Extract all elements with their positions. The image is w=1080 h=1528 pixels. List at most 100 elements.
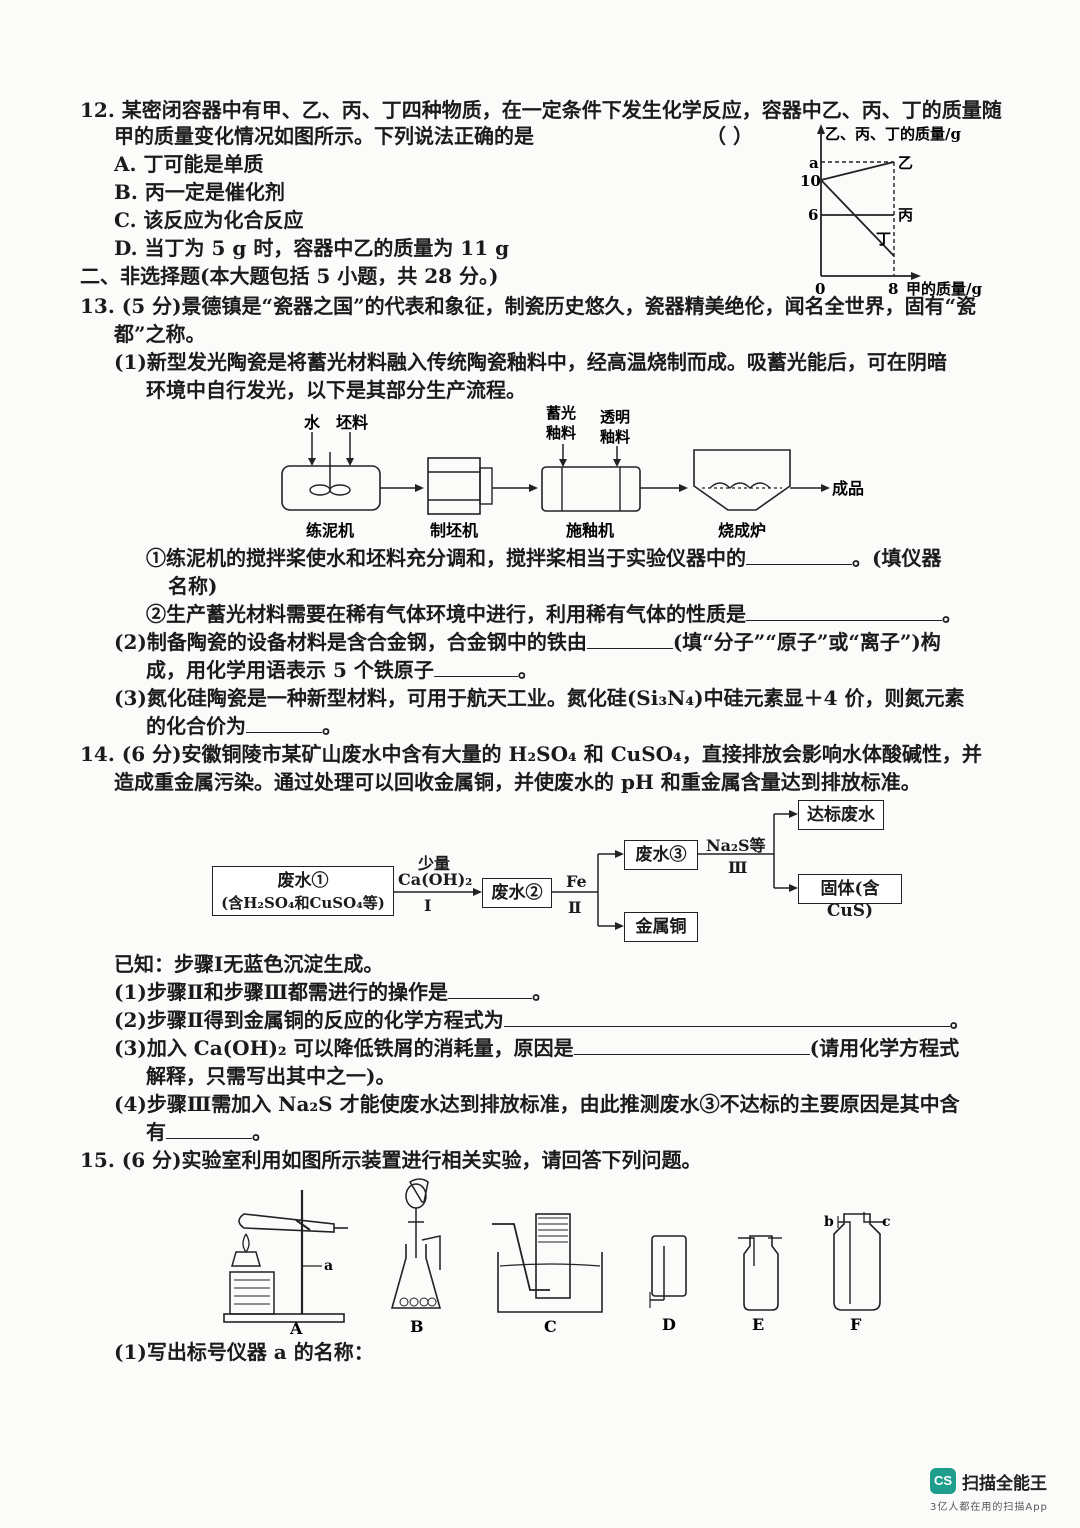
q14-step2-number: Ⅱ [568,898,582,917]
flow-label-glazer: 施釉机 [566,521,614,540]
apparatus-c [492,1213,603,1313]
apparatus-caption-d: D [662,1315,676,1334]
q14-sub1: (1)步骤Ⅱ和步骤Ⅲ都需进行的操作是。 [114,980,553,1004]
flow-input-water: 水 [304,413,321,432]
flow-label-mixer: 练泥机 [306,521,354,540]
kiln-shape [693,449,791,511]
q14-flow-lines [394,810,798,930]
q13-part2-line1: (2)制备陶瓷的设备材料是含合金钢，合金钢中的铁由(填“分子”“原子”或“离子”… [114,630,941,654]
q14-solid-cus-box: 固体(含CuS) [798,874,902,921]
q14-sub1-blank[interactable] [448,980,533,999]
graph-tick-6: 6 [808,206,818,224]
glazing-machine-shape [541,466,641,512]
flow-input-clay: 坯料 [336,413,368,432]
q13-sub1-text: ①练泥机的搅拌桨使水和坯料充分调和，搅拌桨相当于实验仪器中的。(填仪器 [146,546,942,570]
q13-part2-blank2[interactable] [433,658,518,677]
camscanner-tagline: 3亿人都在用的扫描App [930,1502,1048,1513]
apparatus-b [390,1178,442,1309]
q14-known: 已知：步骤Ⅰ无蓝色沉淀生成。 [114,952,384,976]
q13-part3-line2: 的化合价为。 [146,714,342,738]
camscanner-watermark: CS 扫描全能王 3亿人都在用的扫描App [930,1468,1048,1513]
q12-option-b: B. 丙一定是催化剂 [114,180,285,204]
q12-mass-graph: 乙、丙、丁的质量/g a 10 6 0 8 甲的质量/g 乙 丙 丁 [800,124,982,298]
q12-option-c: C. 该反应为化合反应 [114,208,304,232]
flow-input-glow-glaze-1: 蓄光 [546,404,576,422]
q13-part3-line1: (3)氮化硅陶瓷是一种新型材料，可用于航天工业。氮化硅(Si₃N₄)中硅元素显＋… [114,686,965,710]
apparatus-caption-a: A [289,1319,303,1338]
apparatus-caption-b: B [410,1317,424,1336]
q14-line2: 造成重金属污染。通过处理可以回收金属铜，并使废水的 pH 和重金属含量达到排放标… [114,770,921,794]
camscanner-name: 扫描全能王 [962,1473,1047,1494]
graph-tick-10: 10 [800,172,821,190]
graph-x-arrow [911,272,921,280]
graph-y-label: 乙、丙、丁的质量/g [825,125,961,143]
q15-line1: 15. (6 分)实验室利用如图所示装置进行相关实验，请回答下列问题。 [80,1148,702,1172]
q13-part1-line2: 环境中自行发光，以下是其部分生产流程。 [146,378,526,402]
flow-label-former: 制坯机 [430,521,478,540]
flow-input-clear-glaze-2: 釉料 [600,428,630,446]
forming-machine-shape [427,457,481,515]
q12-answer-paren: （ ） [706,124,753,148]
q14-standard-water-box: 达标废水 [798,800,884,830]
q13-part1-line1: (1)新型发光陶瓷是将蓄光材料融入传统陶瓷釉料中，经高温烧制而成。吸蓄光能后，可… [114,350,947,374]
camscanner-logo: CS [930,1468,956,1494]
graph-line-ding [820,179,895,257]
q14-step1-reagent: Ca(OH)₂ [398,870,473,889]
graph-tick-a: a [809,154,819,172]
q13-line1: 13. (5 分)景德镇是“瓷器之国”的代表和象征，制瓷历史悠久，瓷器精美绝伦，… [80,294,977,318]
apparatus-e [738,1235,782,1311]
q13-part2-blank1[interactable] [586,630,673,649]
graph-label-yi: 乙 [898,154,913,172]
q14-line1: 14. (6 分)安徽铜陵市某矿山废水中含有大量的 H₂SO₄ 和 CuSO₄，… [80,742,982,766]
q14-sub4: (4)步骤Ⅲ需加入 Na₂S 才能使废水达到排放标准，由此推测废水③不达标的主要… [114,1092,960,1116]
q14-step1-top: 少量 [418,854,451,873]
q15-sub1: (1)写出标号仪器 a 的名称： [114,1340,374,1364]
flow-input-glow-glaze-2: 釉料 [546,424,576,442]
q12-line2: 甲的质量变化情况如图所示。下列说法正确的是 [114,124,534,148]
q14-sub2-blank[interactable] [503,1008,950,1027]
q14-wastewater1-box: 废水① (含H₂SO₄和CuSO₄等) [212,866,394,916]
flow-product: 成品 [832,479,864,498]
q12-option-a: A. 丁可能是单质 [114,152,264,176]
graph-origin: 0 [815,280,825,298]
q13-sub2-text: ②生产蓄光材料需要在稀有气体环境中进行，利用稀有气体的性质是。 [146,602,962,626]
section-2-heading: 二、非选择题(本大题包括 5 小题，共 28 分。) [80,264,499,288]
q14-sub3-cont: 解释，只需写出其中之一)。 [146,1064,396,1088]
graph-x-label: 甲的质量/g [906,280,982,298]
apparatus-d [649,1235,687,1308]
q14-sub4-blank[interactable] [166,1120,252,1139]
apparatus-caption-e: E [752,1315,764,1334]
q14-sub2: (2)步骤Ⅱ得到金属铜的反应的化学方程式为。 [114,1008,970,1032]
q12-line1: 12. 某密闭容器中有甲、乙、丙、丁四种物质，在一定条件下发生化学反应，容器中乙… [80,98,1002,122]
q14-wastewater2-box: 废水② [482,878,552,908]
flow-input-clear-glaze-1: 透明 [600,408,630,426]
graph-label-bing: 丙 [898,206,913,224]
q14-sub3-blank[interactable] [573,1036,810,1055]
q14-copper-box: 金属铜 [624,912,698,942]
q14-step3-number: Ⅲ [728,858,748,877]
graph-tick-8: 8 [888,280,898,298]
q15-apparatus-figure: a b c A B C [223,1178,891,1338]
graph-y-arrow [817,124,825,134]
q13-sub1-blank[interactable] [746,546,852,565]
q12-option-d: D. 当丁为 5 g 时，容器中乙的质量为 11 g [114,236,510,260]
q13-part3-blank[interactable] [246,714,322,733]
apparatus-label-c-mark: c [882,1214,891,1230]
q13-ceramic-flow-diagram: 水 坯料 蓄光 釉料 透明 釉料 成品 练泥机 制坯机 施釉机 烧成炉 [281,404,864,540]
q13-sub2-blank[interactable] [746,602,942,621]
q14-sub4-cont: 有。 [146,1120,272,1144]
q14-step1-number: Ⅰ [424,896,432,915]
flow-label-kiln: 烧成炉 [718,521,766,540]
q14-sub3: (3)加入 Ca(OH)₂ 可以降低铁屑的消耗量，原因是(请用化学方程式 [114,1036,960,1060]
q14-step3-reagent: Na₂S等 [706,836,766,855]
apparatus-caption-c: C [544,1317,557,1336]
apparatus-label-a-mark: a [324,1258,333,1274]
q13-part2-line2: 成，用化学用语表示 5 个铁原子。 [146,658,538,682]
graph-line-yi [820,161,895,181]
apparatus-label-b-mark: b [824,1214,834,1230]
apparatus-caption-f: F [850,1315,862,1334]
graph-label-ding: 丁 [876,230,891,248]
q13-sub1-text-cont: 名称) [168,574,218,598]
q13-line2: 都”之称。 [114,322,206,346]
apparatus-f [833,1212,886,1311]
